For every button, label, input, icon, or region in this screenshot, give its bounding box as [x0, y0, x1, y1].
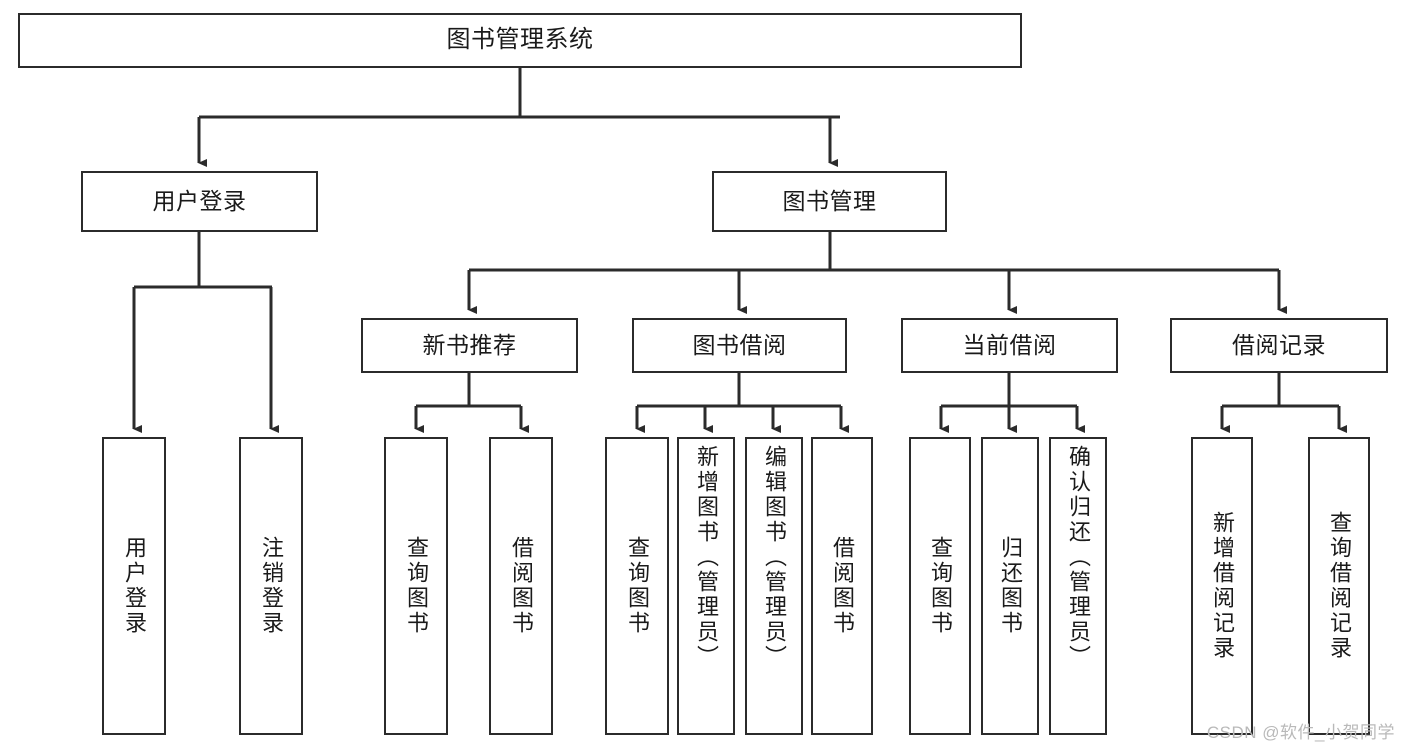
leaf-inner: 新增图书（管理员）	[679, 445, 733, 727]
node-label: 查询图书	[625, 536, 650, 636]
node-label: 图书管理	[782, 187, 877, 214]
leaf-record-query-record[interactable]: 查询借阅记录	[1308, 437, 1370, 735]
leaf-inner: 借阅图书	[491, 445, 551, 727]
node-label: 编辑图书（管理员）	[762, 445, 787, 670]
leaf-borrow-query-book[interactable]: 查询图书	[605, 437, 669, 735]
leaf-inner: 用户登录	[104, 445, 164, 727]
leaf-current-return-book[interactable]: 归还图书	[981, 437, 1039, 735]
node-book-borrow[interactable]: 图书借阅	[632, 318, 847, 373]
leaf-borrow-edit-book-admin[interactable]: 编辑图书（管理员）	[745, 437, 803, 735]
node-label: 用户登录	[152, 187, 247, 214]
node-borrow-record[interactable]: 借阅记录	[1170, 318, 1388, 373]
node-label: 确认归还（管理员）	[1066, 445, 1091, 670]
node-label: 新书推荐	[422, 331, 517, 358]
leaf-borrow-borrow-book[interactable]: 借阅图书	[811, 437, 873, 735]
leaf-user-login[interactable]: 用户登录	[102, 437, 166, 735]
node-label: 借阅图书	[509, 536, 534, 636]
leaf-inner: 查询图书	[911, 445, 969, 727]
leaf-logout[interactable]: 注销登录	[239, 437, 303, 735]
leaf-new-book-borrow-book[interactable]: 借阅图书	[489, 437, 553, 735]
node-label: 查询借阅记录	[1327, 511, 1352, 661]
node-label: 当前借阅	[962, 331, 1057, 358]
leaf-inner: 借阅图书	[813, 445, 871, 727]
leaf-borrow-add-book-admin[interactable]: 新增图书（管理员）	[677, 437, 735, 735]
leaf-inner: 编辑图书（管理员）	[747, 445, 801, 727]
node-label: 新增图书（管理员）	[694, 445, 719, 670]
node-label: 借阅图书	[830, 536, 855, 636]
node-label: 查询图书	[928, 536, 953, 636]
node-book-manage[interactable]: 图书管理	[712, 171, 947, 232]
leaf-current-confirm-return-admin[interactable]: 确认归还（管理员）	[1049, 437, 1107, 735]
node-root-system[interactable]: 图书管理系统	[18, 13, 1022, 68]
node-label: 新增借阅记录	[1210, 511, 1235, 661]
leaf-inner: 查询图书	[386, 445, 446, 727]
node-label: 图书管理系统	[446, 26, 594, 54]
node-label: 借阅记录	[1232, 331, 1326, 358]
node-label: 注销登录	[259, 536, 284, 636]
node-user-login[interactable]: 用户登录	[81, 171, 318, 232]
leaf-record-add-record[interactable]: 新增借阅记录	[1191, 437, 1253, 735]
leaf-new-book-query-book[interactable]: 查询图书	[384, 437, 448, 735]
node-new-book-recommend[interactable]: 新书推荐	[361, 318, 578, 373]
node-current-borrow[interactable]: 当前借阅	[901, 318, 1118, 373]
node-label: 图书借阅	[692, 331, 787, 358]
node-label: 归还图书	[998, 536, 1023, 636]
leaf-inner: 归还图书	[983, 445, 1037, 727]
node-label: 用户登录	[122, 536, 147, 636]
leaf-inner: 查询借阅记录	[1310, 445, 1368, 727]
leaf-inner: 注销登录	[241, 445, 301, 727]
leaf-current-query-book[interactable]: 查询图书	[909, 437, 971, 735]
leaf-inner: 查询图书	[607, 445, 667, 727]
leaf-inner: 确认归还（管理员）	[1051, 445, 1105, 727]
node-label: 查询图书	[404, 536, 429, 636]
leaf-inner: 新增借阅记录	[1193, 445, 1251, 727]
